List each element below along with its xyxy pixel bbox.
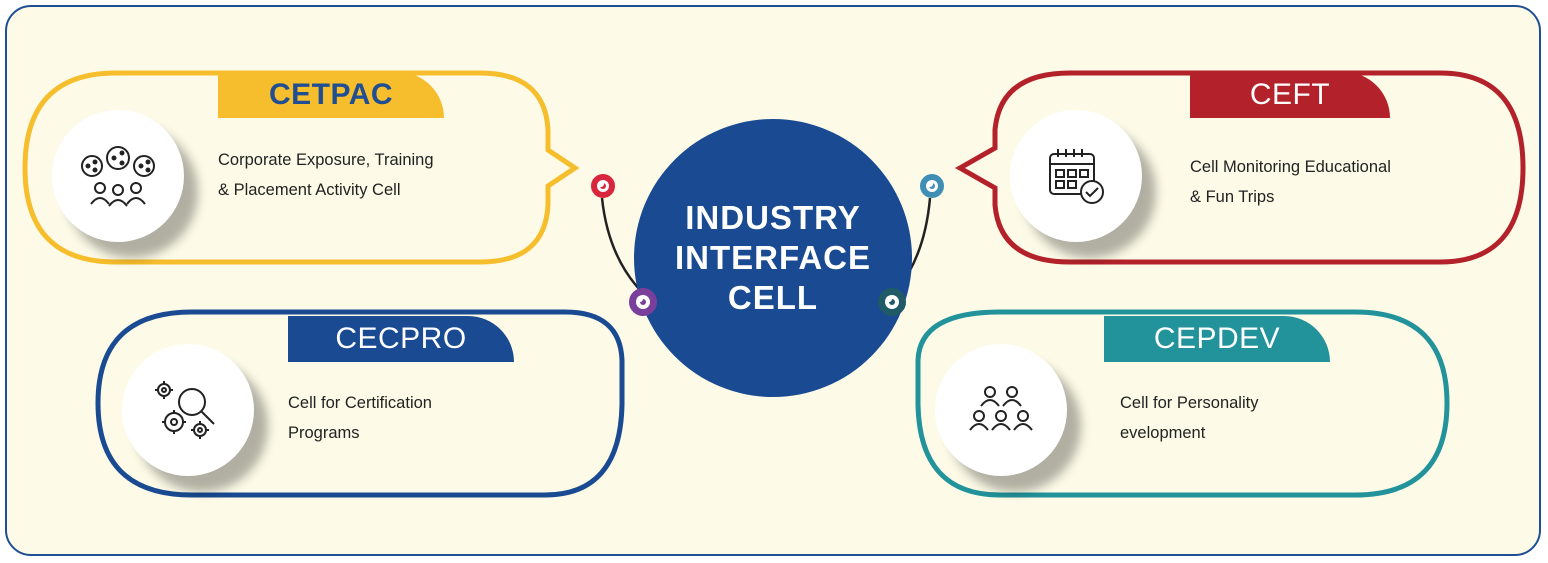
ceft-desc-line1: Cell Monitoring Educational xyxy=(1190,158,1391,176)
ceft-tab: CEFT xyxy=(1190,72,1390,118)
cepdev-icon-circle xyxy=(935,344,1067,476)
cecpro-icon-circle xyxy=(122,344,254,476)
ceft-outline xyxy=(954,70,1526,265)
center-title: INDUSTRY INTERFACE CELL xyxy=(674,199,871,316)
left-connector xyxy=(600,197,641,291)
cetpac-icon-circle xyxy=(52,110,184,242)
cetpac-desc-line2: & Placement Activity Cell xyxy=(218,181,401,199)
cecpro-desc-line2: Programs xyxy=(288,424,360,442)
cetpac-tab: CETPAC xyxy=(218,72,444,118)
node-red xyxy=(591,174,615,198)
cepdev-desc-line1: Cell for Personality xyxy=(1120,394,1259,412)
cepdev-outline xyxy=(915,309,1450,498)
gears-search-icon xyxy=(155,381,215,439)
calendar-check-icon xyxy=(1049,149,1104,204)
ceft-tab-label: CEFT xyxy=(1249,78,1331,111)
cepdev-description: Cell for Personality evelopment xyxy=(1120,388,1258,448)
cetpac-description: Corporate Exposure, Training & Placement… xyxy=(218,145,434,205)
cecpro-description: Cell for Certification Programs xyxy=(288,388,432,448)
cecpro-tab: CECPRO xyxy=(288,316,514,362)
ceft-desc-line2: & Fun Trips xyxy=(1190,188,1275,206)
cepdev-desc-line2: evelopment xyxy=(1120,424,1206,442)
node-blue xyxy=(920,174,944,198)
cepdev-tab-label: CEPDEV xyxy=(1153,322,1281,355)
cetpac-desc-line1: Corporate Exposure, Training xyxy=(218,151,434,169)
cetpac-outline xyxy=(22,70,580,265)
people-group-icon xyxy=(969,386,1033,431)
center-circle: INDUSTRY INTERFACE CELL xyxy=(634,119,912,397)
ceft-description: Cell Monitoring Educational & Fun Trips xyxy=(1190,152,1391,212)
people-share-icon xyxy=(81,146,155,207)
cepdev-tab: CEPDEV xyxy=(1104,316,1330,362)
cecpro-desc-line1: Cell for Certification xyxy=(288,394,432,412)
cetpac-tab-label: CETPAC xyxy=(268,78,394,111)
cecpro-outline xyxy=(95,309,625,498)
node-purple xyxy=(629,288,657,316)
node-teal xyxy=(878,288,906,316)
ceft-icon-circle xyxy=(1010,110,1142,242)
cecpro-tab-label: CECPRO xyxy=(335,322,467,355)
